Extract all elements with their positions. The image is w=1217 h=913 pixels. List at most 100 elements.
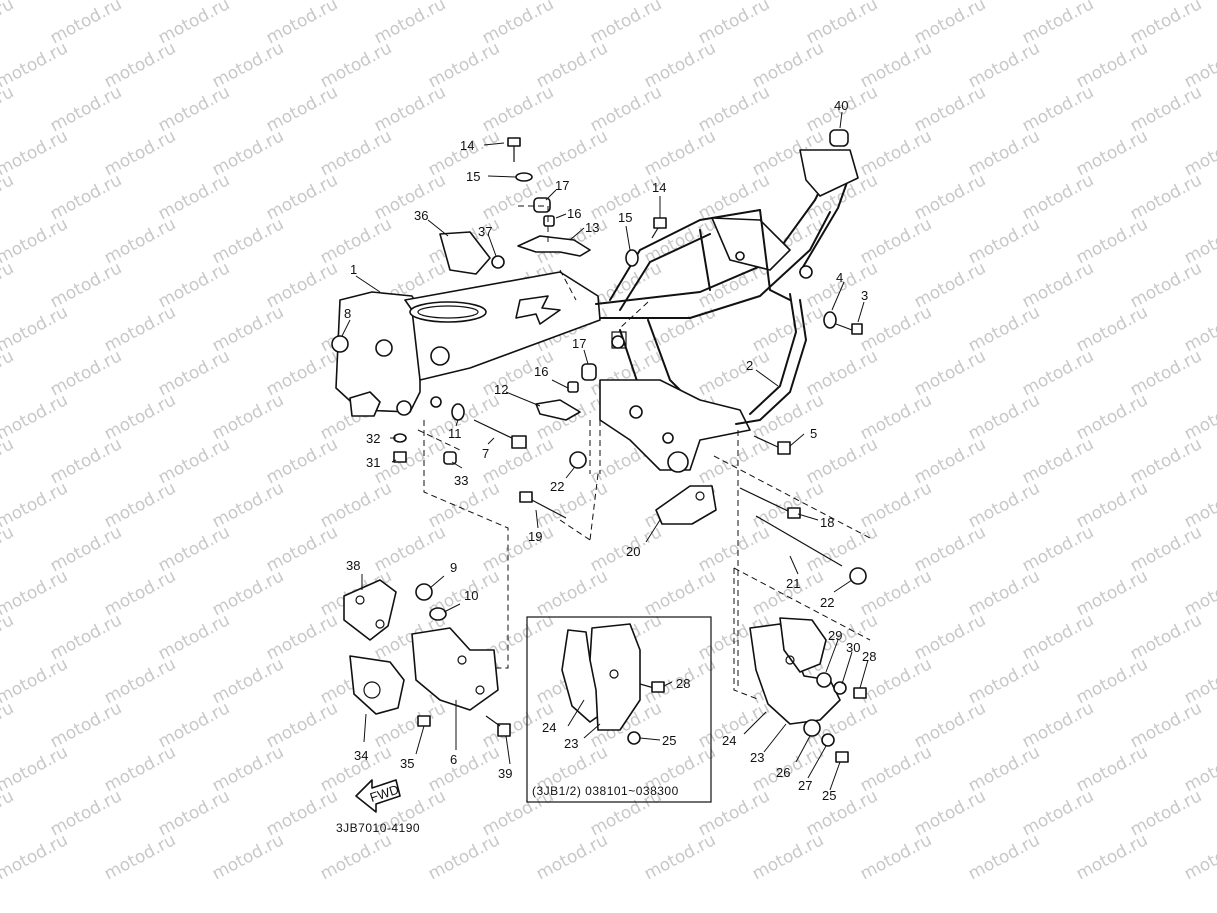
watermark-text: motod.ru: [0, 302, 71, 356]
watermark-text: motod.ru: [0, 390, 71, 444]
fwd-arrow: [355, 779, 401, 813]
callout-13: 13: [585, 220, 599, 235]
callout-37: 37: [478, 224, 492, 239]
callout-30: 30: [846, 640, 860, 655]
callout-10: 10: [464, 588, 478, 603]
callout-11: 11: [448, 426, 462, 441]
watermark-text: motod.ru: [0, 258, 17, 312]
left-lower-assembly: [343, 579, 511, 737]
callout-15a: 15: [466, 169, 480, 184]
watermark-text: motod.ru: [1181, 214, 1217, 268]
watermark-text: motod.ru: [1073, 830, 1151, 884]
callout-8: 8: [344, 306, 351, 321]
watermark-text: motod.ru: [0, 38, 71, 92]
watermark-text: motod.ru: [1181, 38, 1217, 92]
callout-27: 27: [798, 778, 812, 793]
callout-24b: 24: [722, 733, 736, 748]
watermark-text: motod.ru: [209, 830, 287, 884]
main-frame: [335, 149, 859, 473]
callout-25b: 25: [822, 788, 836, 803]
callout-24a: 24: [542, 720, 556, 735]
inset-caption: (3JB1/2) 038101~038300: [532, 784, 679, 798]
watermark-text: motod.ru: [0, 434, 17, 488]
watermark-text: motod.ru: [0, 126, 71, 180]
watermark-text: motod.ru: [0, 698, 17, 752]
leader-lines: [341, 111, 871, 791]
watermark-text: motod.ru: [0, 654, 71, 708]
part-2-rear-tube: [735, 299, 807, 425]
watermark-text: motod.ru: [0, 478, 71, 532]
callout-32: 32: [366, 431, 380, 446]
callout-40: 40: [834, 98, 848, 113]
watermark-text: motod.ru: [1181, 390, 1217, 444]
watermark-text: motod.ru: [0, 742, 71, 796]
callout-18: 18: [820, 515, 834, 530]
watermark-text: motod.ru: [0, 214, 71, 268]
watermark-text: motod.ru: [1181, 478, 1217, 532]
watermark-text: motod.ru: [641, 830, 719, 884]
callout-38: 38: [346, 558, 360, 573]
callout-28a: 28: [676, 676, 690, 691]
callout-22a: 22: [550, 479, 564, 494]
callout-36: 36: [414, 208, 428, 223]
watermark-text: motod.ru: [0, 830, 71, 884]
callout-33: 33: [454, 473, 468, 488]
callout-16b: 16: [534, 364, 548, 379]
callout-23a: 23: [564, 736, 578, 751]
watermark-text: motod.ru: [1181, 742, 1217, 796]
watermark-text: motod.ru: [0, 566, 71, 620]
callout-17a: 17: [555, 178, 569, 193]
callout-4: 4: [836, 270, 843, 285]
callout-39: 39: [498, 766, 512, 781]
watermark-text: motod.ru: [0, 522, 17, 576]
callout-16a: 16: [567, 206, 581, 221]
watermark-text: motod.ru: [965, 830, 1043, 884]
callout-9: 9: [450, 560, 457, 575]
callout-15b: 15: [618, 210, 632, 225]
watermark-text: motod.ru: [749, 830, 827, 884]
watermark-text: motod.ru: [0, 786, 17, 840]
watermark-text: motod.ru: [0, 346, 17, 400]
watermark-text: motod.ru: [1181, 126, 1217, 180]
watermark-text: motod.ru: [857, 830, 935, 884]
watermark-text: motod.ru: [0, 0, 17, 48]
watermark-text: motod.ru: [317, 830, 395, 884]
right-lower-assembly: [749, 617, 867, 763]
callout-34: 34: [354, 748, 368, 763]
callout-25a: 25: [662, 733, 676, 748]
watermark-text: motod.ru: [1181, 654, 1217, 708]
inset-assembly: [561, 623, 665, 745]
callout-21: 21: [786, 576, 800, 591]
callout-12: 12: [494, 382, 508, 397]
watermark-text: motod.ru: [0, 82, 17, 136]
callout-28b: 28: [862, 649, 876, 664]
callout-3: 3: [861, 288, 868, 303]
callout-31: 31: [366, 455, 380, 470]
callout-5: 5: [810, 426, 817, 441]
callout-20: 20: [626, 544, 640, 559]
watermark-text: motod.ru: [0, 610, 17, 664]
callouts: 14 15 17 16 13 14 15 36 37 1 8 40 4 3 2 …: [344, 98, 876, 803]
diagram-code: 3JB7010-4190: [336, 821, 420, 835]
callout-19: 19: [528, 529, 542, 544]
callout-22b: 22: [820, 595, 834, 610]
callout-14a: 14: [460, 138, 474, 153]
callout-1: 1: [350, 262, 357, 277]
callout-29: 29: [828, 628, 842, 643]
callout-7: 7: [482, 446, 489, 461]
callout-14b: 14: [652, 180, 666, 195]
callout-35: 35: [400, 756, 414, 771]
callout-23b: 23: [750, 750, 764, 765]
watermark-text: motod.ru: [425, 830, 503, 884]
watermark-text: motod.ru: [0, 170, 17, 224]
callout-26: 26: [776, 765, 790, 780]
watermark-text: motod.ru: [1181, 830, 1217, 884]
watermark-text: motod.ru: [1181, 302, 1217, 356]
watermark-text: motod.ru: [1181, 566, 1217, 620]
watermark-text: motod.ru: [101, 830, 179, 884]
callout-6: 6: [450, 752, 457, 767]
callout-17b: 17: [572, 336, 586, 351]
callout-2: 2: [746, 358, 753, 373]
